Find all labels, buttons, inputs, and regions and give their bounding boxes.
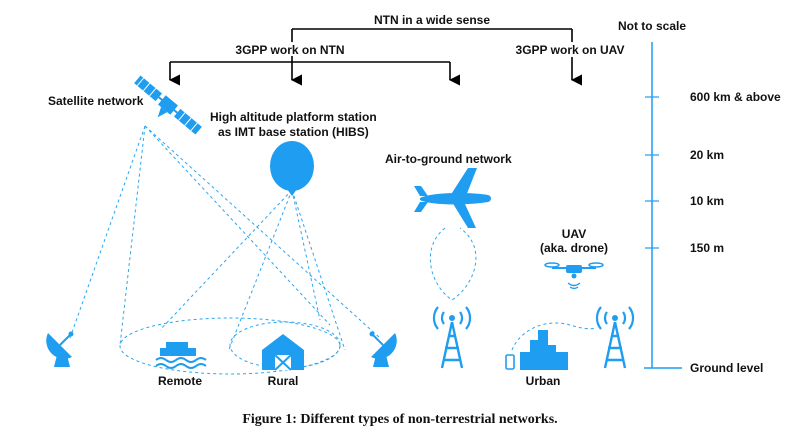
hierarchy-tree: [168, 28, 583, 86]
area-rural-label: Rural: [268, 374, 299, 388]
hibs-label-line1: High altitude platform station: [210, 110, 377, 124]
scale-level: 20 km: [690, 148, 724, 162]
drone-icon: [544, 262, 604, 290]
scale-level: 10 km: [690, 194, 724, 208]
scale-level: 600 km & above: [690, 90, 781, 104]
right-branch-label: 3GPP work on UAV: [516, 43, 625, 57]
uav-label-line2: (aka. drone): [540, 241, 608, 255]
left-branch-label: 3GPP work on NTN: [235, 43, 344, 57]
satellite-dish-icon: [369, 331, 397, 367]
cell-tower-icon: [432, 306, 472, 369]
coverage-beams: [69, 125, 597, 375]
barn-icon: [262, 334, 304, 371]
hibs-label-line2: as IMT base station (HIBS): [218, 125, 369, 139]
altitude-scale: [644, 42, 682, 369]
scale-title: Not to scale: [618, 19, 686, 33]
area-remote-label: Remote: [158, 374, 202, 388]
air-to-ground-label: Air-to-ground network: [385, 152, 512, 166]
balloon-icon: [270, 141, 314, 196]
scale-level: Ground level: [690, 361, 763, 375]
airplane-icon: [414, 168, 491, 228]
city-icon: [520, 330, 568, 370]
satellite-icon: [134, 75, 202, 135]
satellite-label: Satellite network: [48, 94, 144, 108]
scale-level: 150 m: [690, 241, 724, 255]
top-title: NTN in a wide sense: [374, 13, 490, 27]
area-urban-label: Urban: [526, 374, 561, 388]
figure-caption: Figure 1: Different types of non-terrest…: [242, 412, 557, 427]
satellite-dish-icon: [46, 331, 74, 367]
phone-icon: [505, 354, 515, 370]
ship-icon: [155, 342, 207, 369]
cell-tower-icon: [595, 306, 635, 369]
uav-label-line1: UAV: [562, 227, 586, 241]
